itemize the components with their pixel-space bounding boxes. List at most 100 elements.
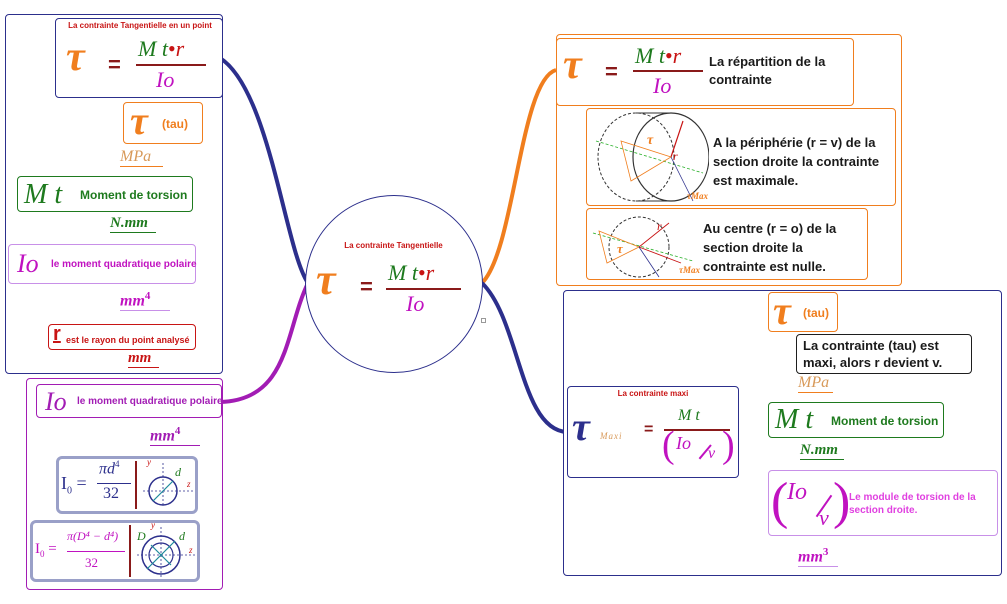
rt-tau: τ	[563, 42, 582, 88]
lt-io-unit: mm4	[120, 290, 171, 312]
lb-f2-y-label: y	[151, 520, 155, 530]
rb-tau-label: (tau)	[803, 306, 829, 320]
rb-formula-node[interactable]: La contrainte maxi τ Maxi = M t ( Io v )	[567, 386, 739, 478]
lt-mt-node[interactable]: M t Moment de torsion	[17, 176, 193, 212]
rt-formula-node[interactable]: τ = M t•r Io La répartition de la contra…	[556, 38, 854, 106]
lt-r-node[interactable]: r est le rayon du point analysé	[48, 323, 196, 350]
rb-note-text: La contrainte (tau) est maxi, alors r de…	[803, 338, 943, 370]
left-top-num-r: r	[175, 36, 185, 61]
lt-r-symbol: r	[53, 323, 61, 345]
rt-sub1-cylinder-diagram	[595, 112, 709, 202]
lt-io-unit-exp: 4	[144, 290, 151, 302]
rt-num-r: r	[672, 43, 682, 68]
lb-f1-lhs: I0 =	[61, 473, 87, 497]
rb-numerator: M t	[678, 407, 700, 424]
rt-sub2-r: r	[657, 219, 662, 233]
rt-sub2-tau: τ	[617, 241, 623, 256]
lb-f2-z-label: z	[189, 545, 193, 555]
rb-mod-io: Io	[787, 479, 807, 505]
lb-f1-z-label: z	[187, 479, 191, 489]
lb-f1-num-base: πd	[99, 460, 116, 478]
lt-mt-symbol: M t	[24, 179, 63, 210]
rt-num-dot: •	[664, 43, 673, 68]
rb-note-node[interactable]: La contrainte (tau) est maxi, alors r de…	[796, 334, 972, 374]
lb-f1-bar	[97, 483, 131, 484]
rb-den-paren-close: )	[722, 424, 735, 466]
rt-denominator: Io	[653, 73, 672, 98]
rb-mod-unit-exp: 3	[822, 546, 829, 558]
center-num-dot: •	[417, 260, 426, 285]
lb-f1-den: 32	[103, 485, 119, 502]
rt-sub2-text: Au centre (r = o) de la section droite l…	[703, 221, 837, 274]
center-node[interactable]: La contrainte Tangentielle τ = M t•r Io	[305, 195, 483, 373]
center-denominator: Io	[406, 291, 425, 316]
lb-f1-num: πd4	[99, 459, 120, 478]
rb-mod-paren-open: (	[771, 473, 789, 530]
rb-equals: =	[644, 421, 654, 438]
lt-r-label: est le rayon du point analysé	[66, 335, 190, 345]
lb-io-node[interactable]: Io le moment quadratique polaire	[36, 384, 223, 418]
center-anchor-dot	[481, 318, 486, 323]
rb-mod-v: v	[819, 505, 829, 530]
lt-io-label: le moment quadratique polaire	[51, 259, 197, 270]
left-top-num-mt: M t	[138, 36, 168, 61]
left-top-fraction-bar	[136, 64, 206, 66]
rt-sub2-tmax: τMax	[679, 265, 700, 275]
link-center-right-top	[480, 68, 557, 285]
lt-tau-label: (tau)	[162, 117, 188, 131]
rb-den-paren-open: (	[662, 424, 675, 466]
lb-formula1-node[interactable]: I0 = πd4 32 d y z	[56, 456, 198, 514]
rt-sub2-node[interactable]: r τ τMax Au centre (r = o) de la section…	[586, 208, 868, 280]
rt-sub1-r: r	[673, 149, 678, 163]
rb-tau-sub: Maxi	[600, 431, 623, 441]
lb-f2-eq: =	[48, 541, 57, 557]
center-fraction-bar	[386, 288, 461, 290]
lb-formula2-node[interactable]: I0 = π(D⁴ − d⁴) 32 D d y z	[30, 520, 200, 582]
lt-tau-unit: MPa	[120, 148, 164, 167]
center-title: La contrainte Tangentielle	[344, 241, 443, 250]
rb-module-node[interactable]: ( Io v ) Le module de torsion de la sect…	[768, 470, 998, 536]
rb-fraction-bar	[664, 429, 730, 431]
rt-num-mt: M t	[635, 43, 665, 68]
rb-mt-unit: N.mm	[800, 442, 844, 460]
link-center-left-bottom	[219, 282, 310, 404]
rb-tau: τ	[572, 404, 590, 449]
rb-mt-label: Moment de torsion	[831, 414, 939, 428]
lt-r-unit: mm	[128, 350, 160, 368]
link-center-right-bottom	[480, 281, 568, 434]
left-top-numerator: M t•r	[138, 36, 184, 62]
center-num-mt: M t	[388, 260, 418, 285]
rb-mod-paren-close: )	[833, 473, 851, 530]
rt-sub1-tmax: τMax	[687, 191, 708, 201]
rt-label: La répartition de la contrainte	[709, 54, 826, 87]
lt-tau-symbol: τ	[130, 98, 148, 143]
rb-title: La contrainte maxi	[617, 389, 689, 398]
rb-mod-label: Le module de torsion de la section droit…	[849, 492, 976, 516]
lt-io-node[interactable]: Io le moment quadratique polaire	[8, 244, 197, 284]
rt-equals: =	[605, 59, 618, 84]
lb-f1-separator	[135, 461, 137, 509]
lt-tau-node[interactable]: τ (tau)	[123, 98, 203, 144]
left-top-formula-node[interactable]: La contrainte Tangentielle en un point τ…	[55, 18, 223, 98]
rt-sub1-text: A la périphérie (r = v) de la section dr…	[713, 135, 880, 188]
left-top-num-dot: •	[167, 36, 176, 61]
left-top-tau: τ	[66, 34, 85, 80]
rb-tau-symbol: τ	[773, 288, 791, 333]
lb-io-label: le moment quadratique polaire	[77, 396, 223, 407]
lb-io-unit-exp: 4	[174, 425, 181, 437]
lb-f1-lhs-i: I	[61, 473, 67, 493]
left-top-equals: =	[108, 52, 121, 77]
rb-tau-node[interactable]: τ (tau)	[768, 288, 838, 333]
center-equals: =	[360, 274, 373, 299]
lb-f1-lhs-sub: 0	[67, 485, 72, 497]
lb-f2-D-label: D	[137, 529, 146, 543]
lb-f2-bar	[67, 551, 125, 552]
link-center-left-top	[218, 56, 310, 285]
rb-mt-node[interactable]: M t Moment de torsion	[768, 402, 944, 438]
rb-tau-unit: MPa	[798, 374, 834, 393]
rt-sub1-node[interactable]: τ r τMax A la périphérie (r = v) de la s…	[586, 108, 896, 206]
lb-f2-lhs-sub: 0	[40, 549, 45, 559]
lb-f1-eq: =	[76, 473, 87, 493]
lb-f1-circle-diagram	[143, 463, 193, 507]
